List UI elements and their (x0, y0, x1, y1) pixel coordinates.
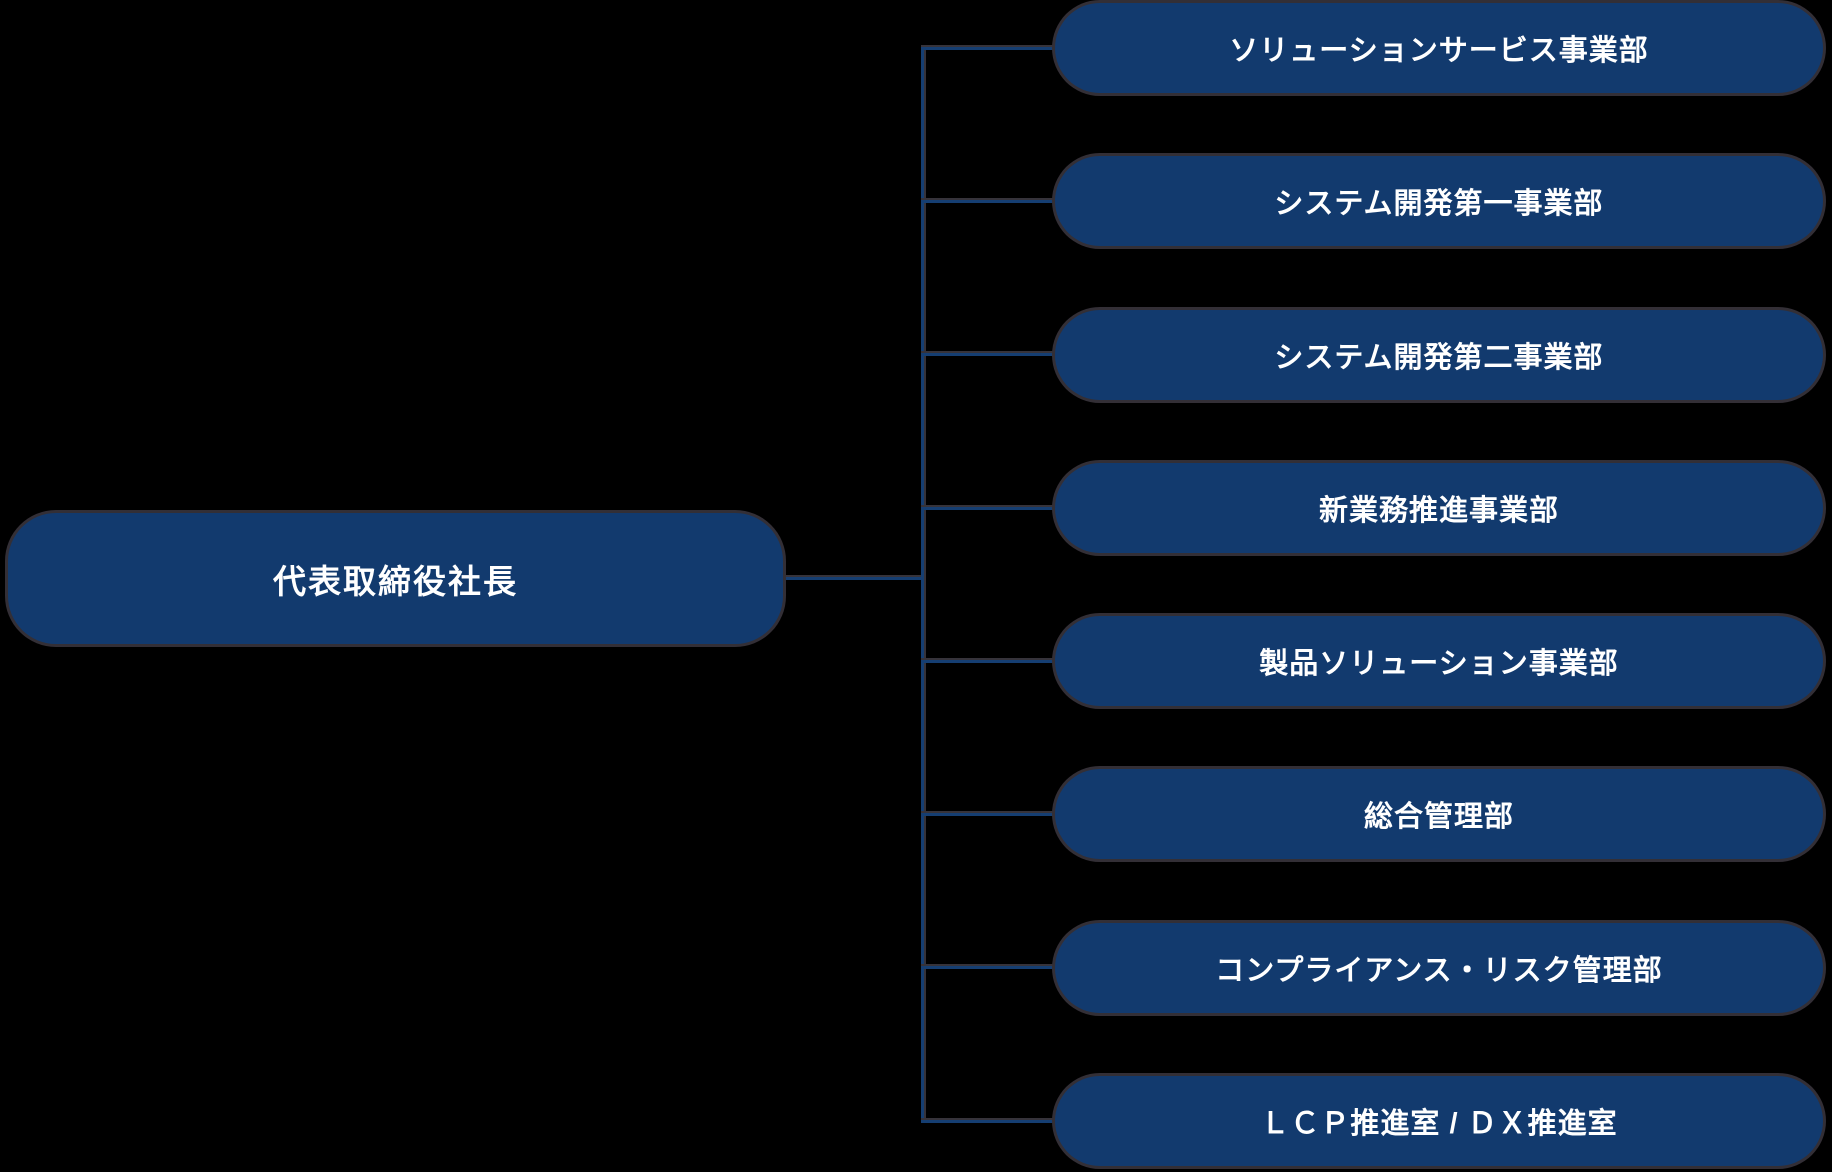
department-box: 総合管理部 (1055, 769, 1823, 859)
connector-branch (921, 200, 1058, 203)
department-label: システム開発第一事業部 (1274, 188, 1604, 220)
connector-root (783, 577, 922, 580)
department-box: 製品ソリューション事業部 (1055, 616, 1823, 706)
department-label: システム開発第二事業部 (1274, 342, 1604, 374)
connector-branch (921, 1120, 1058, 1123)
connector-branch (921, 813, 1058, 816)
department-label: 新業務推進事業部 (1318, 495, 1559, 527)
connector-trunk (921, 47, 924, 1123)
connector-branch (921, 660, 1058, 663)
department-box: ソリューションサービス事業部 (1055, 3, 1823, 93)
department-box: コンプライアンス・リスク管理部 (1055, 923, 1823, 1013)
connector-branch (921, 966, 1058, 969)
department-box: システム開発第一事業部 (1055, 156, 1823, 246)
department-box: 新業務推進事業部 (1055, 463, 1823, 553)
president-box: 代表取締役社長 (8, 513, 783, 644)
connector-branch (921, 507, 1058, 510)
department-label: 製品ソリューション事業部 (1259, 648, 1619, 680)
department-box: システム開発第二事業部 (1055, 310, 1823, 400)
department-label: コンプライアンス・リスク管理部 (1215, 955, 1663, 987)
connector-branch (921, 47, 1058, 50)
connector-branch (921, 353, 1058, 356)
department-label: ＬＣＰ推進室 / ＤＸ推進室 (1260, 1108, 1618, 1140)
department-label: ソリューションサービス事業部 (1229, 35, 1649, 67)
department-label: 総合管理部 (1363, 801, 1514, 833)
department-box: ＬＣＰ推進室 / ＤＸ推進室 (1055, 1076, 1823, 1166)
president-label: 代表取締役社長 (273, 562, 518, 600)
